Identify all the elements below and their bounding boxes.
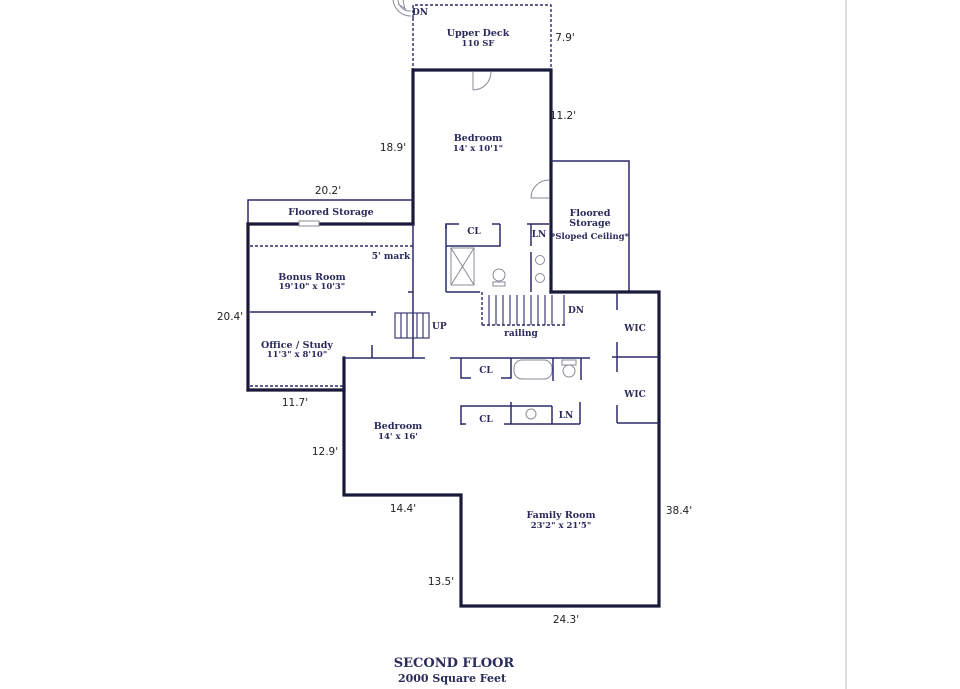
bedroom-mid-label: Bedroom [374,421,422,432]
office-dims: 11'3" x 8'10" [267,350,328,360]
dn-stairs-label: DN [568,306,584,316]
spiral-stair-icon [392,0,412,17]
office-label: Office / Study [261,340,333,351]
sink-icon-3 [525,408,537,420]
hall-bath [460,358,582,381]
family-room-label: Family Room [526,510,595,521]
up-label: UP [432,322,447,332]
storage-left-label: Floored Storage [288,207,373,218]
main-exterior-walls [342,290,661,608]
lower-closets [460,402,581,425]
upper-deck-area: 110 SF [462,39,495,49]
dn-top-label: DN [412,8,428,18]
sink-icon-2 [535,273,545,283]
floor-area: 2000 Square Feet [398,672,507,685]
storage-right-label-1: Floored [570,208,611,219]
five-mark-label: 5' mark [372,252,411,262]
family-room-dims: 23'2" x 21'5" [531,521,592,531]
office-study [246,311,376,392]
measure-bedroom-mid-left: 12.9' [312,446,338,458]
toilet-icon-2 [562,364,576,378]
storage-door-icon [530,179,550,199]
floor-title: SECOND FLOOR [394,656,515,671]
wic-closets [612,292,659,424]
toilet-icon [492,268,506,282]
ln-lower-label: LN [559,411,574,421]
floored-storage-left [246,199,415,227]
measure-bonus-height: 20.4' [217,311,243,323]
bedroom-top-dims: 14' x 10'1" [453,144,503,154]
dn-stairs-icon [481,292,565,326]
measure-family-right: 38.4' [666,505,692,517]
up-stairs-icon [394,312,430,339]
bedroom-mid-dims: 14' x 16' [378,432,418,442]
sink-icon-1 [535,255,545,265]
measure-office-bottom: 11.7' [282,397,308,409]
upper-deck [412,4,552,70]
upper-deck-label: Upper Deck [447,28,510,39]
bedroom-top-label: Bedroom [454,133,502,144]
storage-right-note: *Sloped Ceiling* [551,232,630,242]
measure-deck-height: 7.9' [555,32,575,44]
storage-right-label-2: Storage [569,218,610,229]
bonus-room [246,222,414,392]
bath-top [445,223,549,293]
railing-label: railing [504,329,538,339]
wic-2-label: WIC [623,390,645,400]
cl-bath-label: CL [479,366,493,376]
bonus-room-label: Bonus Room [278,272,345,283]
cl-lower-label: CL [479,415,493,425]
bonus-room-dims: 19'10" x 10'3" [279,282,345,292]
wic-1-label: WIC [623,324,645,334]
page-edge-rule [845,0,847,689]
measure-family-bottom: 24.3' [553,614,579,626]
measure-bedroom-mid-bottom: 14.4' [390,503,416,515]
bedroom-top-walls [411,68,553,294]
bathtub-icon [513,359,553,380]
measure-bedroom-left: 18.9' [380,142,406,154]
measure-bedroom-right: 11.2' [550,110,576,122]
floored-storage-right [551,160,630,292]
measure-storage-width: 20.2' [315,185,341,197]
deck-door-icon [472,71,492,91]
measure-family-left: 13.5' [428,576,454,588]
ln-top-label: LN [532,230,547,240]
cl-top-label: CL [467,227,481,237]
